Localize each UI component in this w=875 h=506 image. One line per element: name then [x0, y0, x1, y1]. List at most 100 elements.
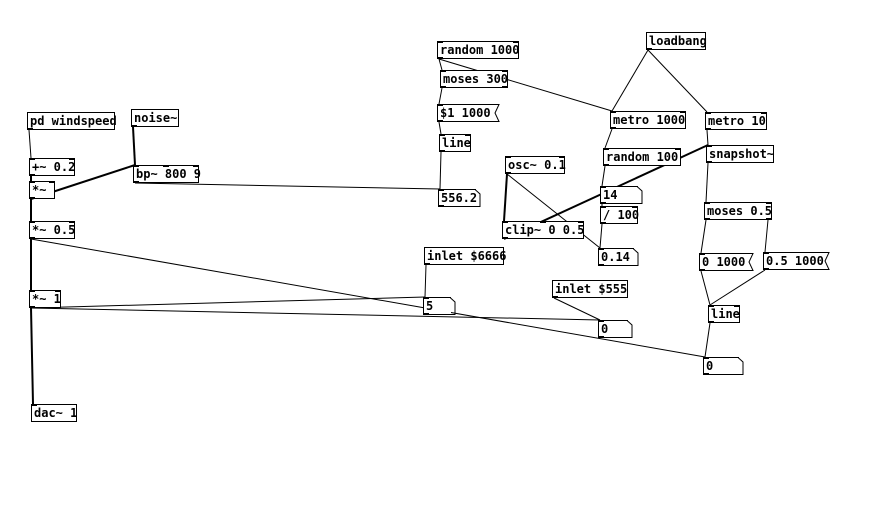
outlet-tab[interactable]	[552, 296, 558, 298]
patch-cord[interactable]	[700, 270, 711, 306]
inlet-tab[interactable]	[193, 165, 199, 167]
outlet-tab[interactable]	[708, 321, 714, 323]
object-box-metro1000[interactable]: metro 1000	[610, 111, 686, 129]
object-box-snapshot[interactable]: snapshot~	[706, 145, 774, 163]
number-box-num5[interactable]: 5	[423, 297, 451, 315]
outlet-tab[interactable]	[131, 125, 137, 127]
patch-cord[interactable]	[604, 128, 613, 149]
object-box-clip[interactable]: clip~ 0 0.5	[502, 221, 584, 239]
object-box-dac[interactable]: dac~ 1	[31, 404, 77, 422]
inlet-tab[interactable]	[29, 221, 35, 223]
inlet-tab[interactable]	[559, 156, 565, 158]
outlet-tab[interactable]	[440, 86, 446, 88]
patch-cord[interactable]	[706, 129, 709, 146]
inlet-tab[interactable]	[133, 165, 139, 167]
number-box-num0a[interactable]: 0	[598, 320, 628, 338]
inlet-tab[interactable]	[734, 305, 740, 307]
outlet-tab[interactable]	[29, 197, 35, 199]
patch-cord[interactable]	[709, 269, 766, 306]
inlet-tab[interactable]	[704, 202, 710, 204]
patch-cord[interactable]	[30, 307, 601, 321]
outlet-tab[interactable]	[706, 161, 712, 163]
outlet-tab[interactable]	[423, 313, 429, 315]
inlet-tab[interactable]	[708, 305, 714, 307]
inlet-tab[interactable]	[465, 134, 471, 136]
inlet-tab[interactable]	[437, 104, 443, 106]
object-box-inlet6666[interactable]: inlet $6666	[424, 247, 506, 265]
inlet-tab[interactable]	[505, 156, 511, 158]
inlet-tab[interactable]	[540, 221, 546, 223]
patch-cord[interactable]	[601, 165, 606, 187]
outlet-tab[interactable]	[699, 269, 705, 271]
object-box-bp[interactable]: bp~ 800 9	[133, 165, 201, 183]
inlet-tab[interactable]	[675, 148, 681, 150]
inlet-tab[interactable]	[600, 206, 606, 208]
inlet-tab[interactable]	[578, 221, 584, 223]
object-box-moses300[interactable]: moses 300	[440, 70, 508, 88]
object-box-noise[interactable]: noise~	[131, 109, 179, 127]
inlet-tab[interactable]	[610, 111, 616, 113]
object-box-metro10[interactable]: metro 10	[705, 112, 767, 130]
inlet-tab[interactable]	[763, 252, 769, 254]
inlet-tab[interactable]	[423, 297, 429, 299]
object-box-div100[interactable]: / 100	[600, 206, 639, 224]
outlet-tab[interactable]	[705, 128, 711, 130]
object-box-inlet555[interactable]: inlet $555	[552, 280, 628, 298]
object-box-pdwind[interactable]: pd windspeed	[27, 112, 117, 130]
patch-cord[interactable]	[503, 173, 508, 222]
inlet-tab[interactable]	[600, 186, 606, 188]
object-box-random1000[interactable]: random 1000	[437, 41, 519, 59]
inlet-tab[interactable]	[699, 253, 705, 255]
object-box-times1[interactable]: *~ 1	[29, 290, 61, 308]
patch-cord[interactable]	[764, 219, 769, 253]
number-box-num556[interactable]: 556.2	[438, 189, 477, 207]
message-box-msg01000[interactable]: 0 1000	[699, 253, 754, 271]
object-box-plus02[interactable]: +~ 0.2	[29, 158, 75, 176]
patch-cord[interactable]	[705, 162, 709, 203]
outlet-tab[interactable]	[600, 222, 606, 224]
outlet-tab[interactable]	[766, 218, 772, 220]
patch-cord[interactable]	[704, 322, 711, 358]
object-box-times[interactable]: *~	[29, 181, 55, 199]
outlet-tab[interactable]	[610, 127, 616, 129]
inlet-tab[interactable]	[439, 134, 445, 136]
inlet-tab[interactable]	[163, 165, 169, 167]
number-box-num14[interactable]: 14	[600, 186, 638, 204]
object-box-line2[interactable]: line	[708, 305, 740, 323]
object-box-osc[interactable]: osc~ 0.1	[505, 156, 566, 174]
patch-cord[interactable]	[599, 223, 603, 249]
outlet-tab[interactable]	[424, 263, 430, 265]
patch-cord[interactable]	[134, 182, 441, 190]
inlet-tab[interactable]	[29, 181, 35, 183]
outlet-tab[interactable]	[505, 172, 511, 174]
inlet-tab[interactable]	[55, 290, 61, 292]
inlet-tab[interactable]	[705, 112, 711, 114]
inlet-tab[interactable]	[49, 181, 55, 183]
patch-cord[interactable]	[132, 126, 136, 166]
outlet-tab[interactable]	[598, 336, 604, 338]
patch-cord[interactable]	[438, 58, 443, 71]
object-box-random100[interactable]: random 100	[603, 148, 681, 166]
inlet-tab[interactable]	[632, 206, 638, 208]
patch-cord[interactable]	[553, 297, 601, 321]
message-box-msg051000[interactable]: 0.5 1000	[763, 252, 830, 270]
inlet-tab[interactable]	[513, 41, 519, 43]
outlet-tab[interactable]	[603, 164, 609, 166]
outlet-tab[interactable]	[438, 205, 444, 207]
object-box-moses05[interactable]: moses 0.5	[704, 202, 772, 220]
outlet-tab[interactable]	[502, 237, 508, 239]
outlet-tab[interactable]	[27, 128, 33, 130]
patch-cord[interactable]	[28, 129, 32, 159]
object-box-times05[interactable]: *~ 0.5	[29, 221, 75, 239]
number-box-num014[interactable]: 0.14	[598, 248, 634, 266]
inlet-tab[interactable]	[29, 290, 35, 292]
inlet-tab[interactable]	[706, 145, 712, 147]
inlet-tab[interactable]	[598, 320, 604, 322]
outlet-tab[interactable]	[704, 218, 710, 220]
inlet-tab[interactable]	[437, 41, 443, 43]
outlet-tab[interactable]	[29, 306, 35, 308]
outlet-tab[interactable]	[646, 48, 652, 50]
outlet-tab[interactable]	[29, 237, 35, 239]
inlet-tab[interactable]	[502, 70, 508, 72]
number-box-num0b[interactable]: 0	[703, 357, 739, 375]
